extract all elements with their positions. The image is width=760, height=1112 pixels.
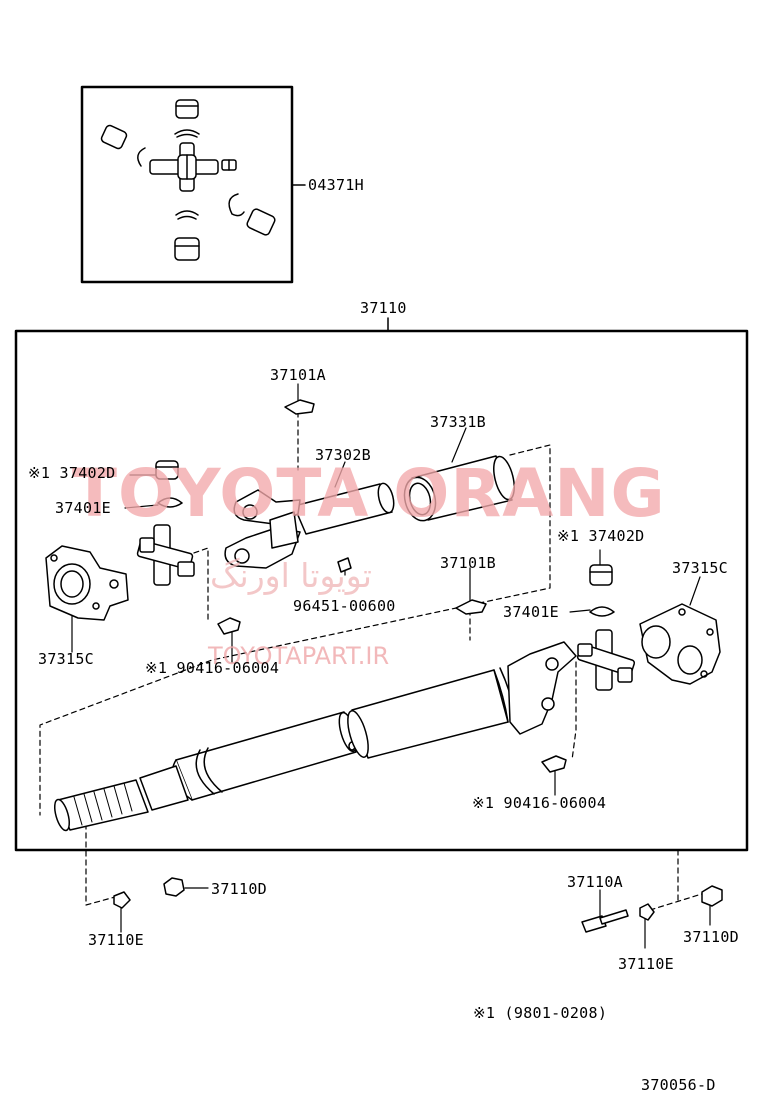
label-37315C-right: 37315C — [672, 559, 728, 577]
label-90416-upper: ※1 90416-06004 — [145, 659, 280, 677]
footnote: ※1 (9801-0208) — [473, 1004, 608, 1022]
spider-left — [136, 524, 195, 586]
label-37110D-left: 37110D — [211, 880, 267, 898]
clip-37101A — [284, 399, 315, 415]
washer-37110E-right — [639, 903, 655, 921]
label-37401E-right: 37401E — [503, 603, 559, 621]
watermark-persian: تویوتا اورنگ — [210, 556, 372, 595]
label-37110D-right: 37110D — [683, 928, 739, 946]
label-37110: 37110 — [360, 299, 407, 317]
label-37402D-left: ※1 37402D — [28, 464, 116, 482]
watermark-brand: TOYOTA ORANG — [72, 455, 666, 532]
assembly-frame — [14, 329, 749, 852]
label-37110E-left: 37110E — [88, 931, 144, 949]
label-37315C-left: 37315C — [38, 650, 94, 668]
propeller-shaft-37110 — [53, 641, 577, 832]
slip-yoke-37302B — [224, 482, 395, 569]
label-37401E-left: 37401E — [55, 499, 111, 517]
bolt-37110A — [581, 909, 629, 933]
label-37302B: 37302B — [315, 446, 371, 464]
clip-37101B — [455, 599, 487, 615]
label-37110A: 37110A — [567, 873, 623, 891]
label-04371H: 04371H — [308, 176, 364, 194]
watermark-site: TOYOTAPART.IR — [208, 642, 390, 670]
flange-left-37315C — [45, 545, 129, 621]
label-37402D-right: ※1 37402D — [557, 527, 645, 545]
figure-code: 370056-D — [641, 1076, 716, 1094]
washer-37110E-left — [113, 891, 131, 909]
flange-right-37315C — [639, 603, 721, 685]
label-90416-lower: ※1 90416-06004 — [472, 794, 607, 812]
boot-37331B — [403, 455, 515, 522]
spider-kit-drawing — [100, 99, 276, 261]
spider-right — [576, 629, 636, 691]
label-37101A: 37101A — [270, 366, 326, 384]
label-37331B: 37331B — [430, 413, 486, 431]
label-96451-00600: 96451-00600 — [293, 597, 396, 615]
label-37101B: 37101B — [440, 554, 496, 572]
nut-37110D-left — [163, 877, 185, 897]
label-37110E-right: 37110E — [618, 955, 674, 973]
nut-37110D-right — [701, 885, 723, 907]
